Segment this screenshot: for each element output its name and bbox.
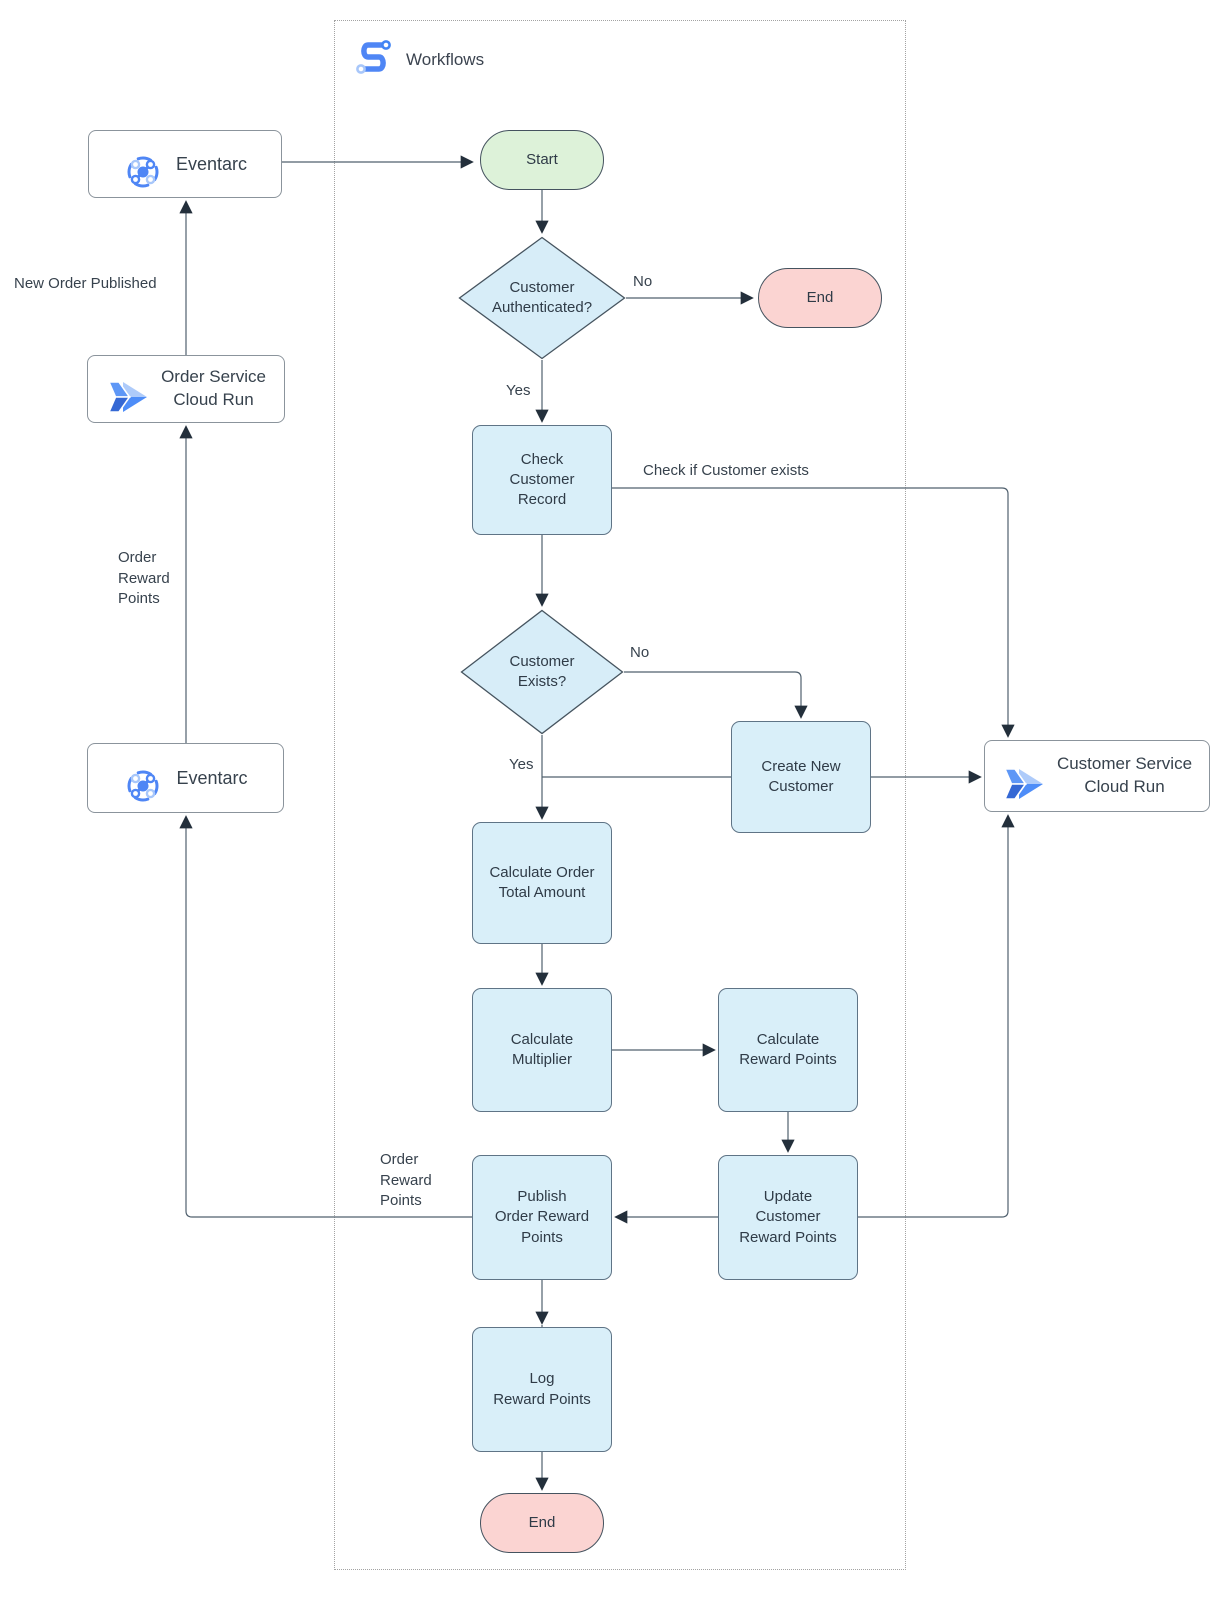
- customer-exists-label: Customer Exists?: [509, 652, 575, 690]
- node-end-top: End: [758, 268, 882, 328]
- node-eventarc-bottom: Eventarc: [87, 743, 284, 813]
- workflows-title: Workflows: [406, 49, 485, 69]
- node-customer-authenticated-decision: Customer Authenticated?: [458, 236, 626, 360]
- cloud-run-icon: [106, 357, 148, 421]
- node-order-service-cloud-run: Order Service Cloud Run: [87, 355, 285, 423]
- cloud-run-icon: [1002, 744, 1044, 808]
- node-create-new-customer: Create New Customer: [731, 721, 871, 833]
- node-customer-exists-decision: Customer Exists?: [460, 609, 624, 735]
- eventarc-icon: [123, 743, 163, 813]
- node-start: Start: [480, 130, 604, 190]
- calculate-reward-points-label: Calculate Reward Points: [739, 1030, 837, 1068]
- publish-order-reward-points-label: Publish Order Reward Points: [494, 1188, 590, 1246]
- customer-authenticated-label: Customer Authenticated?: [491, 278, 593, 316]
- label-exists-yes: Yes: [509, 756, 534, 773]
- calculate-multiplier-label: Calculate Multiplier: [510, 1030, 574, 1068]
- calculate-order-total-label: Calculate Order Total Amount: [489, 863, 595, 901]
- node-log-reward-points: Log Reward Points: [472, 1327, 612, 1452]
- eventarc-top-label: Eventarc: [175, 153, 248, 174]
- eventarc-icon: [123, 129, 163, 199]
- label-new-order-published: New Order Published: [14, 275, 157, 292]
- create-new-customer-label: Create New Customer: [761, 757, 841, 795]
- log-reward-points-label: Log Reward Points: [493, 1370, 591, 1408]
- node-update-customer-reward-points: Update Customer Reward Points: [718, 1155, 858, 1280]
- end-top-label: End: [806, 288, 834, 306]
- label-auth-yes: Yes: [506, 382, 531, 399]
- workflows-icon: [352, 36, 394, 83]
- check-customer-record-label: Check Customer Record: [509, 450, 575, 509]
- workflows-container: [334, 20, 906, 1570]
- eventarc-bottom-label: Eventarc: [176, 767, 248, 788]
- node-eventarc-top: Eventarc: [88, 130, 282, 198]
- label-order-reward-points-publish: Order Reward Points: [380, 1151, 432, 1210]
- node-calculate-reward-points: Calculate Reward Points: [718, 988, 858, 1112]
- end-bottom-label: End: [528, 1513, 556, 1531]
- node-calculate-order-total: Calculate Order Total Amount: [472, 822, 612, 944]
- node-end-bottom: End: [480, 1493, 604, 1553]
- node-customer-service-cloud-run: Customer Service Cloud Run: [984, 740, 1210, 812]
- label-order-reward-points-eventarc: Order Reward Points: [118, 549, 170, 608]
- customer-service-label: Customer Service Cloud Run: [1056, 754, 1193, 796]
- order-service-label: Order Service Cloud Run: [161, 367, 266, 409]
- label-auth-no: No: [633, 273, 653, 290]
- node-publish-order-reward-points: Publish Order Reward Points: [472, 1155, 612, 1280]
- node-check-customer-record: Check Customer Record: [472, 425, 612, 535]
- workflows-header: Workflows: [352, 36, 484, 83]
- start-label: Start: [526, 150, 558, 168]
- label-exists-no: No: [630, 644, 650, 661]
- node-calculate-multiplier: Calculate Multiplier: [472, 988, 612, 1112]
- update-customer-reward-points-label: Update Customer Reward Points: [739, 1188, 837, 1246]
- label-check-if-customer-exists: Check if Customer exists: [643, 462, 809, 479]
